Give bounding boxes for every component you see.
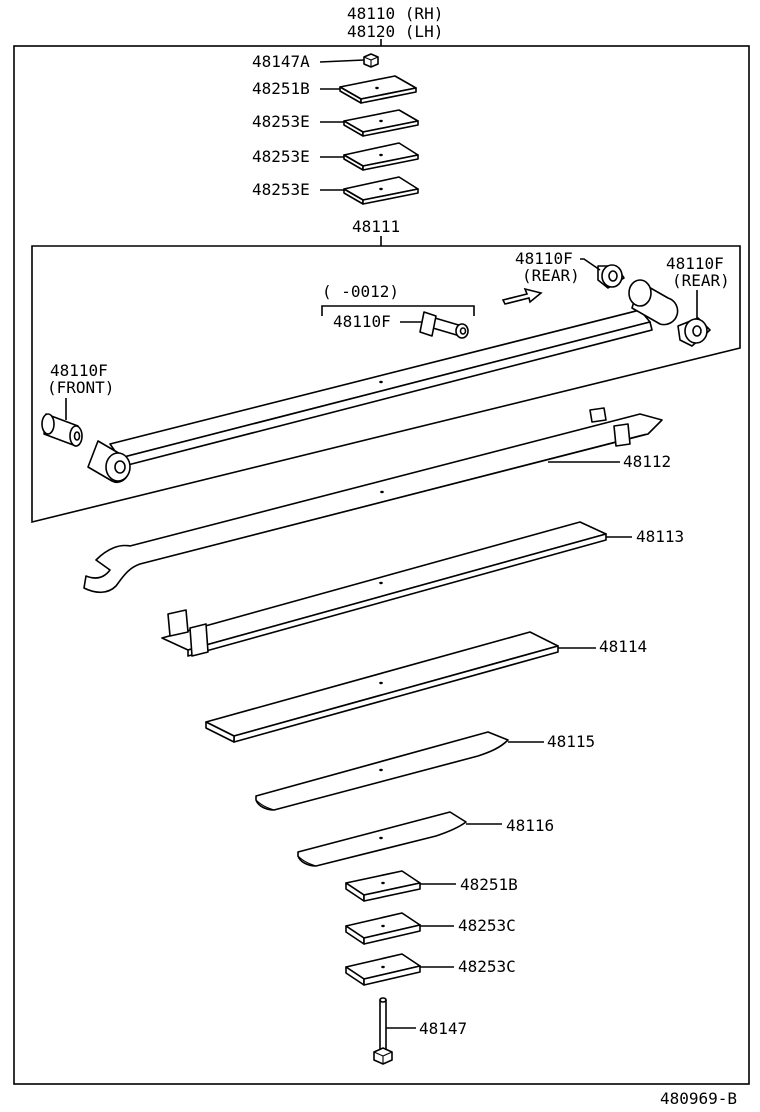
label-bushing-rear-upper: 48110F bbox=[515, 249, 573, 268]
assembly-rh-label: 48110 (RH) bbox=[347, 4, 443, 23]
top-pad-part bbox=[339, 75, 417, 104]
label-top-pad: 48251B bbox=[252, 79, 310, 98]
bottom-plate-2-part bbox=[345, 953, 421, 986]
direction-arrow-icon bbox=[501, 287, 543, 305]
leaf-3-part bbox=[161, 521, 607, 657]
label-bushing-front: 48110F bbox=[50, 361, 108, 380]
label-leaf-2: 48112 bbox=[623, 452, 671, 471]
leaf-2-part bbox=[83, 407, 663, 594]
label-bushing-rear-lower-note: (REAR) bbox=[672, 271, 730, 290]
bottom-plate-1-part bbox=[345, 912, 421, 945]
label-bushing-rear-upper-note: (REAR) bbox=[522, 266, 580, 285]
bottom-pad-part bbox=[345, 870, 421, 902]
top-plate-1-part bbox=[343, 109, 419, 137]
label-leaf-6: 48116 bbox=[506, 816, 554, 835]
label-leaf-5: 48115 bbox=[547, 732, 595, 751]
label-bushing-front-note: (FRONT) bbox=[47, 378, 114, 397]
bushing-center-part bbox=[419, 311, 469, 339]
label-top-plate-3: 48253E bbox=[252, 180, 310, 199]
label-top-plate-1: 48253E bbox=[252, 112, 310, 131]
bushing-rear-lower-part bbox=[677, 317, 711, 347]
top-plate-2-part bbox=[343, 142, 419, 171]
label-bushing-rear-lower: 48110F bbox=[666, 254, 724, 273]
label-nut: 48147A bbox=[252, 52, 310, 71]
figure-code: 480969-B bbox=[660, 1089, 737, 1108]
main-leaf-subframe bbox=[31, 245, 741, 524]
bushing-front-part bbox=[41, 413, 83, 447]
label-bushing-center: 48110F bbox=[333, 312, 391, 331]
leaf-5-part bbox=[255, 731, 509, 811]
label-bottom-plate-2: 48253C bbox=[458, 957, 516, 976]
nut-part bbox=[363, 53, 379, 68]
main-leaf-part bbox=[87, 279, 679, 484]
label-bushing-center-note: ( -0012) bbox=[322, 282, 399, 301]
assembly-lh-label: 48120 (LH) bbox=[347, 22, 443, 41]
leaf-6-part bbox=[297, 811, 467, 867]
label-top-plate-2: 48253E bbox=[252, 147, 310, 166]
label-bottom-plate-1: 48253C bbox=[458, 916, 516, 935]
top-plate-3-part bbox=[343, 176, 419, 205]
label-bottom-pad: 48251B bbox=[460, 875, 518, 894]
leaf-4-part bbox=[205, 631, 559, 743]
label-main-leaf: 48111 bbox=[352, 217, 400, 236]
bushing-rear-upper-part bbox=[597, 264, 625, 289]
label-leaf-3: 48113 bbox=[636, 527, 684, 546]
center-bolt-part bbox=[373, 997, 393, 1065]
label-leaf-4: 48114 bbox=[599, 637, 647, 656]
label-center-bolt: 48147 bbox=[419, 1019, 467, 1038]
